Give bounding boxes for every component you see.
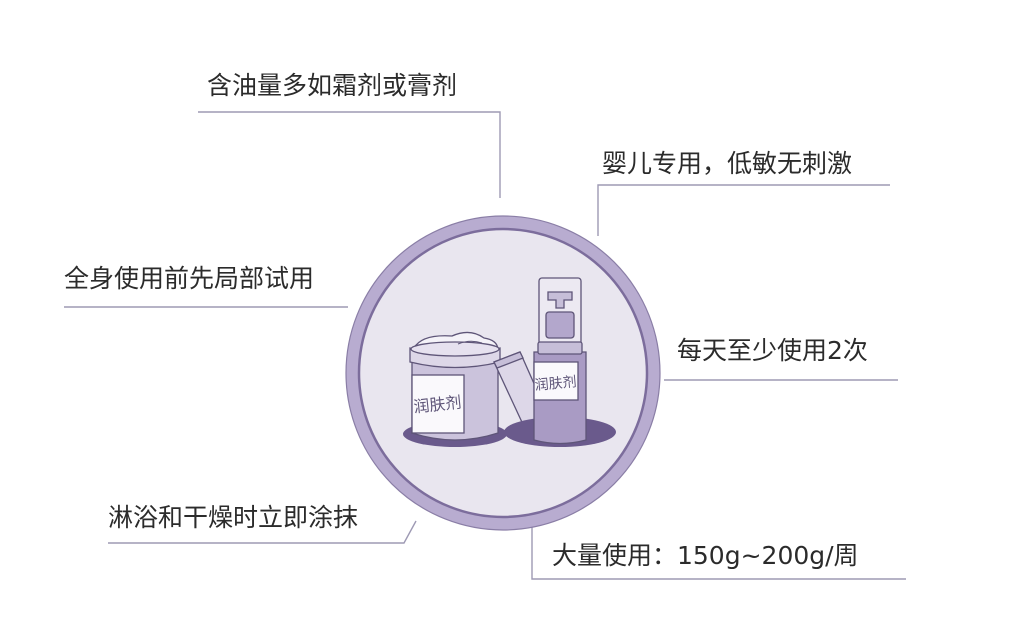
tip-oil-content: 含油量多如霜剂或膏剂 (207, 71, 458, 100)
connector-line-5 (108, 520, 417, 544)
jar-label-panel (411, 374, 465, 434)
tip-baby-hypoallergenic: 婴儿专用，低敏无刺激 (602, 149, 853, 178)
connector-line-6 (531, 516, 906, 580)
tip-twice-daily: 每天至少使用2次 (677, 336, 868, 365)
connector-line-2 (597, 184, 890, 236)
bottle-label: 润肤剂 (534, 374, 577, 394)
pump-bottle (533, 277, 587, 445)
tip-weekly-amount: 大量使用：150g~200g/周 (552, 541, 859, 570)
bottle-label-panel (533, 361, 579, 401)
jar-label: 润肤剂 (413, 393, 463, 417)
connector-line-1 (198, 111, 501, 198)
cream-jar (409, 331, 501, 441)
tip-patch-test: 全身使用前先局部试用 (64, 264, 315, 293)
tip-apply-after-bath: 淋浴和干燥时立即涂抹 (108, 503, 359, 532)
